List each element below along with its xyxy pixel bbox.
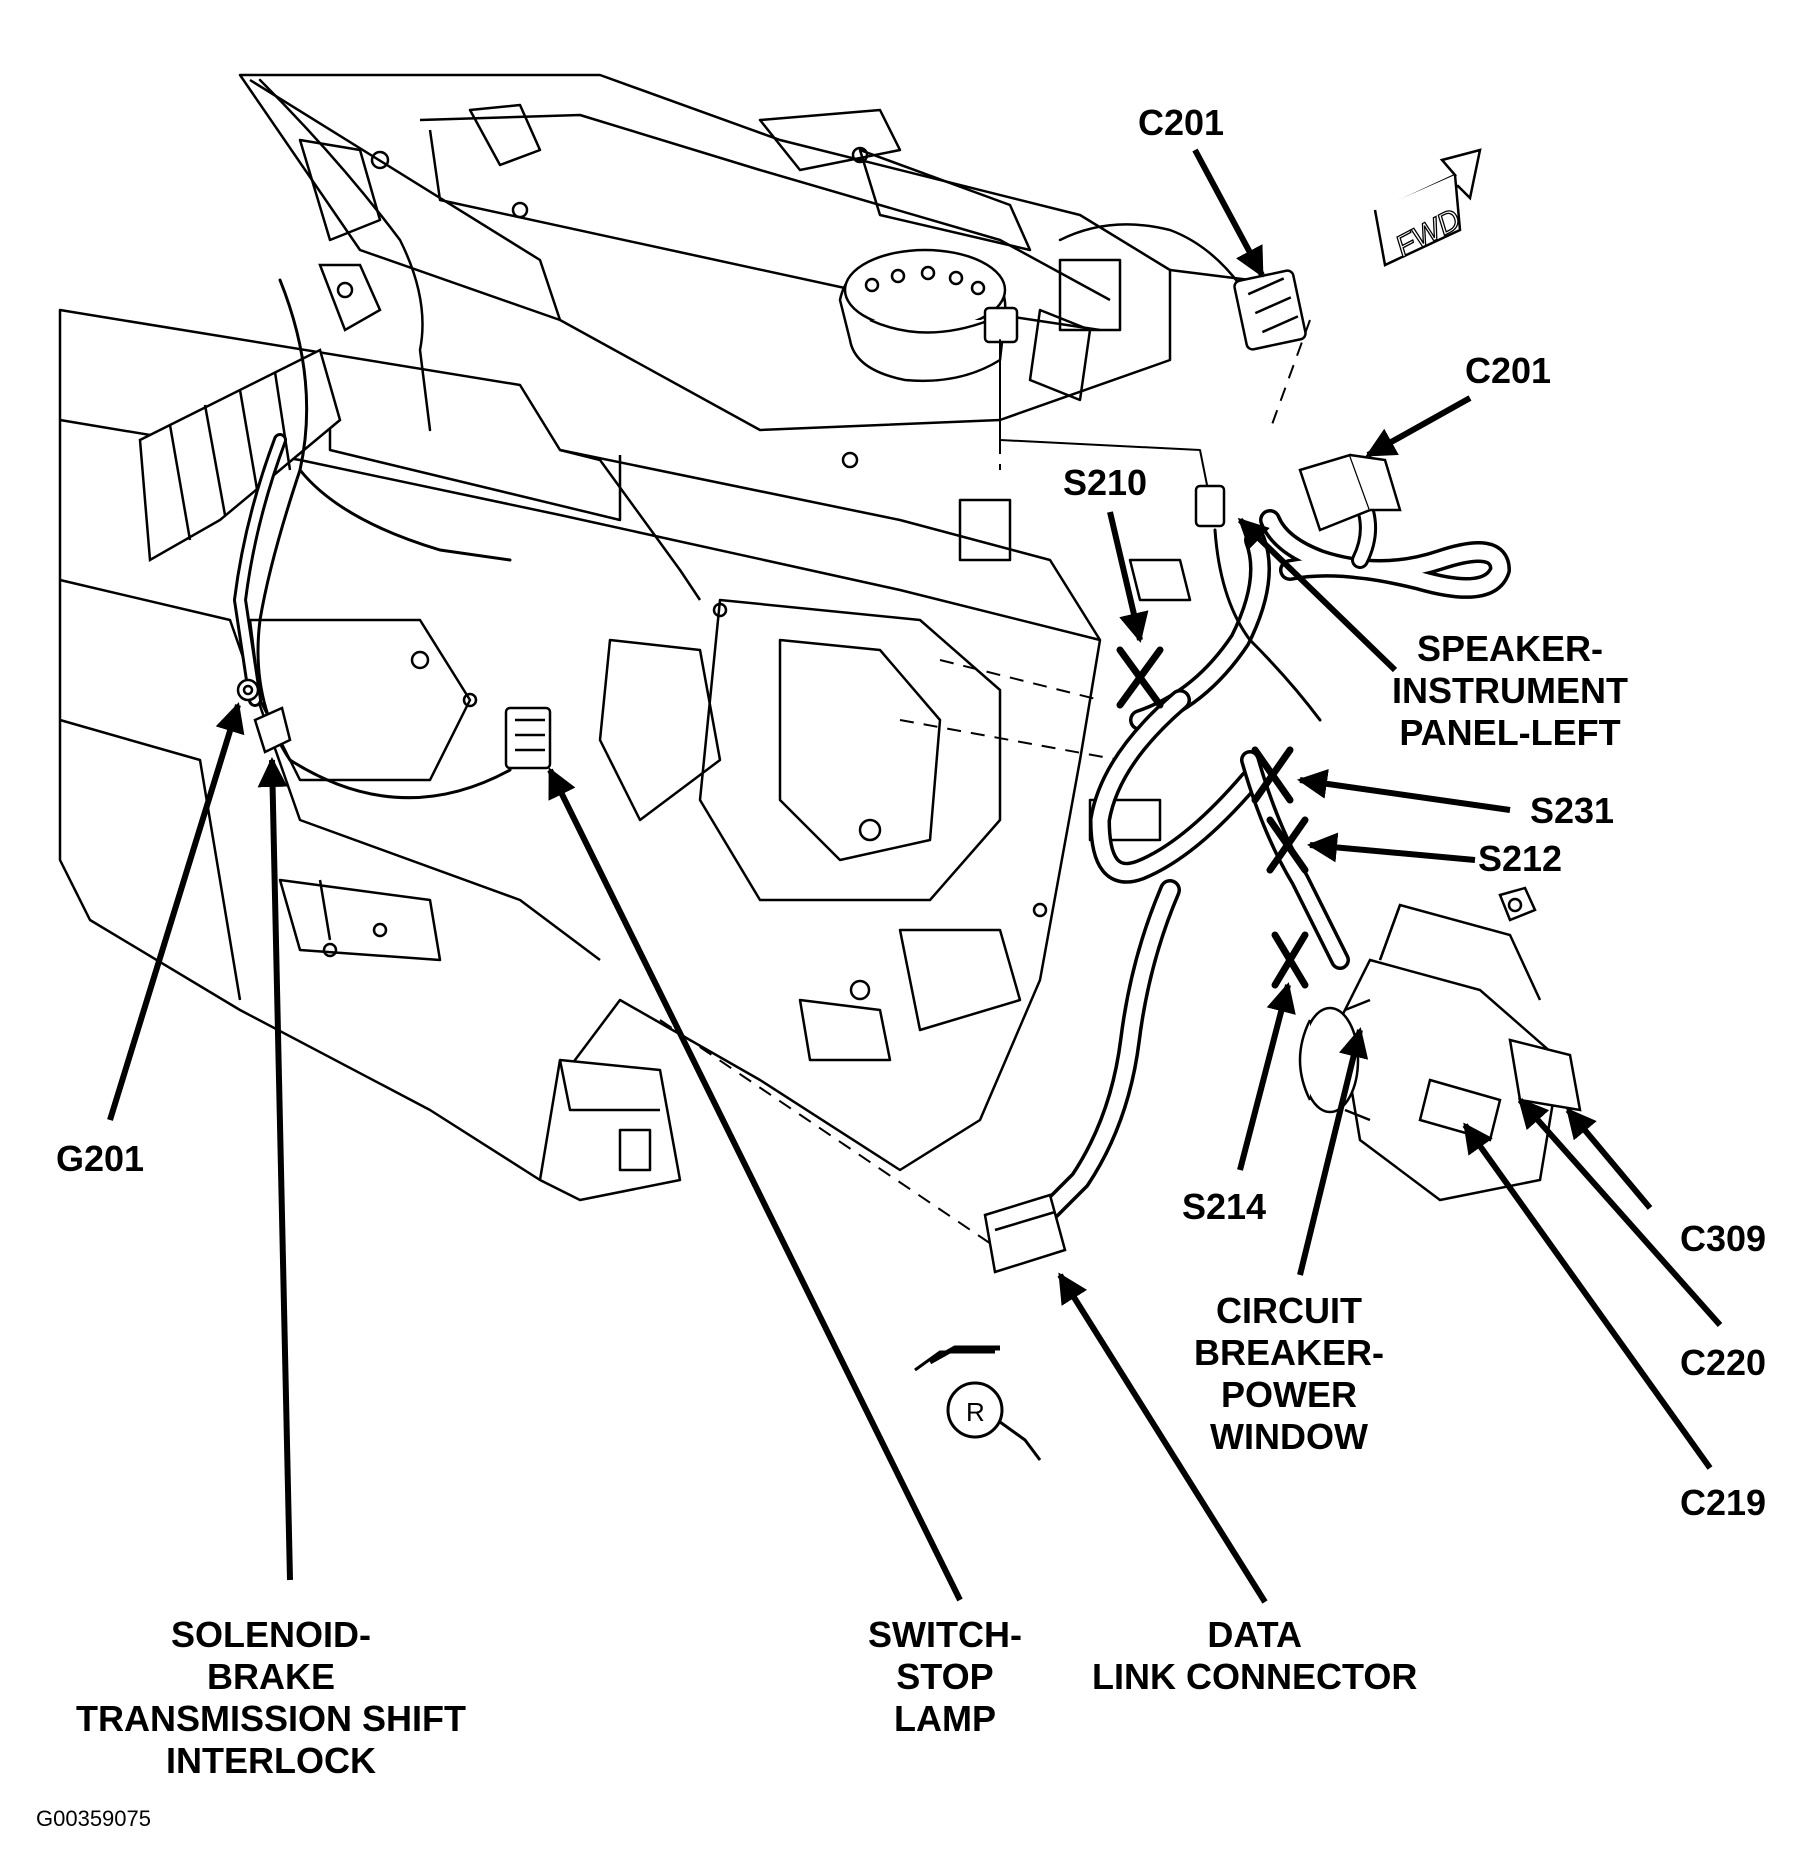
label-circuit-breaker-power-window: CIRCUIT BREAKER- POWER WINDOW [1194,1290,1385,1457]
leader-g201 [107,702,245,1121]
leader-c201-right [1365,395,1472,458]
speaker-shape [838,248,1019,383]
label-switch-stop-lamp: SWITCH- STOP LAMP [868,1614,1022,1739]
label-s212: S212 [1478,838,1563,879]
leader-data-link [1057,1272,1268,1604]
label-c201-top: C201 [1138,102,1225,143]
leader-c219 [1462,1122,1713,1470]
label-s210: S210 [1063,462,1148,503]
label-data-link-connector: DATA LINK CONNECTOR [1092,1614,1418,1697]
label-c220: C220 [1680,1342,1767,1383]
dash-body [58,308,1192,1202]
c201-top-connector [1233,269,1307,351]
label-c219: C219 [1680,1482,1767,1523]
label-s214: S214 [1182,1186,1267,1227]
leader-switch-stop [547,767,963,1602]
leader-s214 [1237,982,1296,1171]
leader-s231 [1297,768,1511,813]
s210-splice-icon [1116,646,1164,709]
forward-arrow-icon [1373,148,1482,267]
leader-s212 [1307,832,1476,863]
leader-circuit-breaker [1297,1027,1369,1276]
speaker-connector [1194,484,1226,528]
leader-c220 [1517,1097,1723,1327]
figure-id: G00359075 [36,1806,151,1831]
splice-marks [1116,646,1309,989]
leader-c201-top [1192,148,1265,278]
s212-splice-icon [1266,816,1309,874]
label-speaker-instrument-panel-left: SPEAKER- INSTRUMENT PANEL-LEFT [1392,628,1628,753]
label-g201: G201 [56,1138,145,1179]
leader-lines [107,148,1723,1604]
leader-solenoid [257,757,293,1581]
label-c201-right: C201 [1465,350,1552,391]
leader-speaker [1237,517,1398,673]
hidden-lines [659,319,1311,1251]
stop-lamp-switch-connector [504,706,552,770]
s231-splice-icon [1251,746,1294,804]
r-symbol-icon [914,1345,1042,1461]
leader-c309 [1565,1107,1653,1210]
s214-splice-icon [1271,931,1309,989]
data-link-connector [983,1193,1067,1274]
label-c309: C309 [1680,1218,1767,1259]
relay-mark: R [966,1397,985,1427]
label-solenoid-brake-transmission-shift-interlock: SOLENOID- BRAKE TRANSMISSION SHIFT INTER… [76,1614,467,1781]
leader-s210 [1107,511,1149,643]
left-bracket [138,263,382,563]
label-s231: S231 [1530,790,1615,831]
